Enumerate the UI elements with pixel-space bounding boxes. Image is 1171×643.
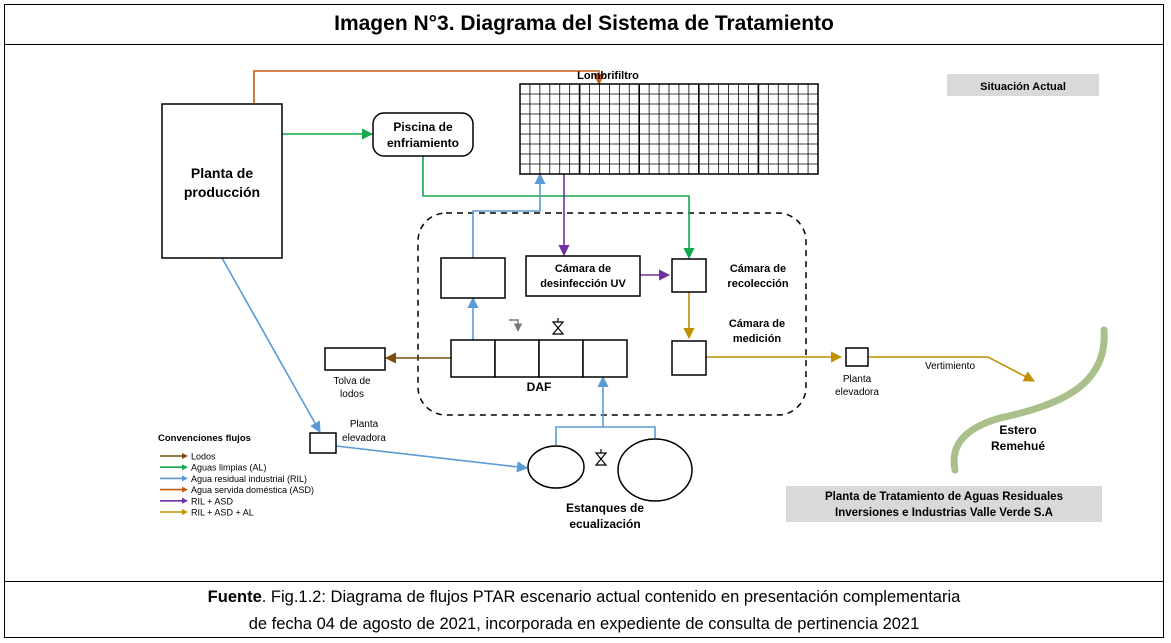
estero-river (950, 326, 1108, 474)
figure-source: Fuente. Fig.1.2: Diagrama de flujos PTAR… (4, 581, 1164, 638)
planta-elevadora-left-label-2: elevadora (342, 433, 386, 444)
legend-arrow-icon (182, 509, 188, 515)
source-line-2: de fecha 04 de agosto de 2021, incorpora… (248, 615, 920, 633)
legend-item-label: Agua servida doméstica (ASD) (191, 485, 314, 495)
legend-item-label: Aguas limpias (AL) (191, 463, 267, 473)
source-line-1: Fuente. Fig.1.2: Diagrama de flujos PTAR… (4, 584, 1164, 611)
camara-medicion-box (671, 340, 707, 376)
planta-elevadora-left-box (309, 432, 337, 454)
tolva-box (324, 347, 386, 371)
camara-uv-box (525, 255, 641, 297)
estero-label-1: Estero (999, 423, 1036, 437)
estanque-1 (527, 445, 585, 489)
camara-medicion-label-1: Cámara de (729, 318, 785, 330)
camara-uv-label-2: desinfección UV (540, 278, 626, 290)
planta-produccion-label-1: Planta de (191, 165, 253, 181)
ril-flow-to-lombrifiltro (472, 172, 546, 258)
source-label: Fuente (207, 588, 262, 606)
pre-treatment-box (440, 257, 506, 299)
ptar-caption-box (786, 486, 1102, 522)
planta-elevadora-left-label-1: Planta (350, 419, 379, 430)
legend-item-label: Agua residual industrial (RIL) (191, 474, 307, 484)
daf-unit (450, 339, 628, 378)
lombrifiltro-grid (519, 83, 819, 175)
daf-cell (538, 339, 584, 378)
status-badge (947, 74, 1099, 96)
planta-produccion-label-2: producción (184, 184, 260, 200)
ril-flow-planta-elevadora (221, 257, 321, 433)
valve-icon (551, 318, 565, 335)
vertimiento-label: Vertimiento (925, 361, 975, 372)
tolva-label-2: lodos (340, 389, 364, 400)
planta-elevadora-right-label-2: elevadora (835, 387, 879, 398)
daf-cell (450, 339, 496, 378)
legend-arrow-icon (182, 464, 188, 471)
camara-uv-label-1: Cámara de (555, 263, 611, 275)
planta-elevadora-right-label-1: Planta (843, 374, 872, 385)
estanque-2 (617, 438, 693, 502)
camara-medicion-label-2: medición (733, 333, 782, 345)
figure-frame (4, 4, 1164, 638)
status-badge-text: Situación Actual (980, 81, 1066, 93)
daf-cell (582, 339, 628, 378)
ril-asd-al-flow-vertimiento (869, 356, 1035, 382)
ptar-caption-line-2: Inversiones e Industrias Valle Verde S.A (835, 507, 1053, 519)
legend-item-label: Lodos (191, 452, 216, 462)
al-flow-piscina-recoleccion (422, 156, 695, 260)
daf-cell (494, 339, 540, 378)
piscina-label-2: enfriamiento (387, 136, 459, 150)
asd-flow-line (253, 70, 605, 103)
legend-arrow-icon (182, 497, 188, 504)
legend-item-label: RIL + ASD + AL (191, 508, 254, 518)
treatment-enclosure (417, 212, 807, 416)
estero-label-2: Remehué (991, 439, 1045, 453)
figure-title-text: Imagen N°3. Diagrama del Sistema de Trat… (334, 12, 834, 35)
estanques-label-1: Estanques de (566, 501, 644, 515)
legend-arrow-icon (182, 453, 188, 459)
ril-flow-estanques-header (555, 426, 656, 446)
chemical-dosing-icon (509, 319, 523, 332)
piscina-label-1: Piscina de (393, 120, 453, 134)
ril-flow-elevadora-estanques (335, 445, 529, 473)
legend-arrow-icon (182, 486, 188, 493)
camara-recoleccion-label-1: Cámara de (730, 263, 786, 275)
tolva-label-1: Tolva de (333, 376, 371, 387)
camara-recoleccion-box (671, 258, 707, 293)
camara-recoleccion-label-2: recolección (727, 278, 788, 290)
source-text: . Fig.1.2: Diagrama de flujos PTAR escen… (261, 588, 961, 606)
legend-item-label: RIL + ASD (191, 496, 233, 506)
lombrifiltro-label: Lombrifiltro (577, 70, 639, 82)
valve-icon (594, 449, 608, 466)
legend-title: Convenciones flujos (158, 433, 251, 444)
estanques-label-2: ecualización (569, 517, 640, 531)
planta-produccion-box (161, 103, 283, 259)
legend-arrow-icon (182, 475, 188, 482)
planta-elevadora-right-box (845, 347, 869, 367)
figure-title: Imagen N°3. Diagrama del Sistema de Trat… (4, 4, 1164, 45)
piscina-box (372, 112, 474, 157)
daf-label: DAF (527, 380, 552, 394)
ptar-caption-line-1: Planta de Tratamiento de Aguas Residuale… (825, 491, 1063, 503)
